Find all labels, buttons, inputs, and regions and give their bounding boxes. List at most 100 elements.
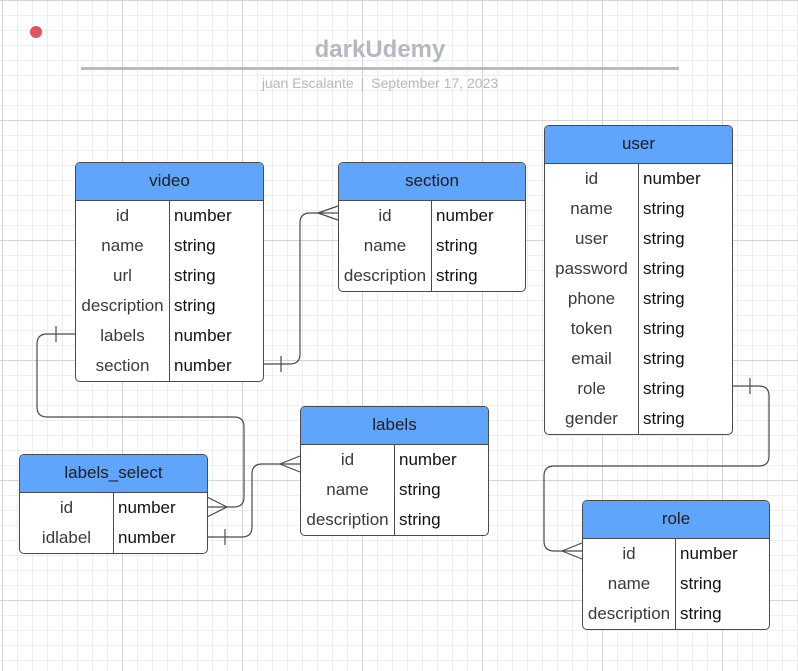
field-name: id bbox=[115, 206, 130, 225]
field-name: id bbox=[622, 544, 636, 563]
entity-row[interactable]: id number bbox=[339, 201, 525, 231]
field-type: number bbox=[174, 356, 232, 375]
entity-row[interactable]: id number bbox=[545, 164, 732, 194]
field-type: string bbox=[174, 266, 216, 285]
field-type: number bbox=[174, 326, 232, 345]
field-type: string bbox=[643, 409, 685, 428]
relationship-video-labels-select[interactable] bbox=[36, 326, 245, 518]
column-divider bbox=[169, 201, 170, 381]
entity-row[interactable]: phone string bbox=[545, 284, 732, 314]
entity-labels-header: labels bbox=[301, 407, 488, 445]
field-type: string bbox=[680, 574, 722, 593]
field-type: number bbox=[643, 169, 701, 188]
field-type: number bbox=[680, 544, 738, 563]
entity-role[interactable]: role id number name string description string bbox=[582, 500, 770, 630]
entity-row[interactable]: id number bbox=[583, 539, 769, 569]
entity-labels[interactable]: labels id number name string description stri… bbox=[300, 406, 489, 536]
field-name: name bbox=[607, 574, 651, 593]
field-type: string bbox=[174, 236, 216, 255]
field-name: description bbox=[343, 266, 427, 285]
status-dot bbox=[30, 26, 42, 38]
document-meta: juan Escalante | September 17, 2023 bbox=[80, 75, 680, 91]
field-type: number bbox=[436, 206, 494, 225]
relationship-labels-select-labels[interactable] bbox=[207, 455, 301, 545]
document-date: September 17, 2023 bbox=[371, 75, 499, 91]
field-type: string bbox=[680, 604, 722, 623]
entity-row[interactable]: id number bbox=[20, 493, 207, 523]
entity-row[interactable]: role string bbox=[545, 374, 732, 404]
field-type: number bbox=[118, 498, 176, 517]
entity-row[interactable]: description string bbox=[301, 505, 488, 535]
field-name: id bbox=[584, 169, 599, 188]
entity-row[interactable]: password string bbox=[545, 254, 732, 284]
entity-row[interactable]: id number bbox=[301, 445, 488, 475]
field-name: user bbox=[574, 229, 609, 248]
field-name: id bbox=[340, 450, 355, 469]
entity-row[interactable]: name string bbox=[339, 231, 525, 261]
title-divider bbox=[81, 67, 679, 70]
meta-separator: | bbox=[360, 75, 365, 91]
field-name: labels bbox=[100, 326, 145, 345]
entity-user-header: user bbox=[545, 126, 732, 164]
author-name: juan Escalante bbox=[261, 75, 354, 91]
entity-row[interactable]: description string bbox=[339, 261, 525, 291]
field-name: email bbox=[571, 349, 612, 368]
entity-row[interactable]: token string bbox=[545, 314, 732, 344]
field-type: number bbox=[174, 206, 232, 225]
field-type: string bbox=[643, 259, 685, 278]
field-type: number bbox=[118, 528, 176, 547]
field-type: number bbox=[399, 450, 457, 469]
column-divider bbox=[113, 493, 114, 553]
field-name: name bbox=[363, 236, 407, 255]
field-type: string bbox=[643, 319, 685, 338]
field-type: string bbox=[399, 480, 441, 499]
column-divider bbox=[394, 445, 395, 535]
field-name: id bbox=[378, 206, 392, 225]
field-name: password bbox=[555, 259, 628, 278]
entity-video-header: video bbox=[76, 163, 263, 201]
field-name: gender bbox=[565, 409, 618, 428]
field-name: name bbox=[326, 480, 369, 499]
field-type: string bbox=[174, 296, 216, 315]
relationship-video-section[interactable] bbox=[263, 205, 339, 372]
entity-row[interactable]: id number bbox=[76, 201, 263, 231]
relationship-user-role[interactable] bbox=[543, 378, 770, 560]
entity-row[interactable]: name string bbox=[301, 475, 488, 505]
column-divider bbox=[638, 164, 639, 434]
field-name: section bbox=[95, 356, 150, 375]
field-name: id bbox=[59, 498, 74, 517]
field-type: string bbox=[436, 236, 478, 255]
field-type: string bbox=[643, 229, 685, 248]
column-divider bbox=[431, 201, 432, 291]
field-type: string bbox=[643, 379, 685, 398]
entity-row[interactable]: description string bbox=[583, 599, 769, 629]
entity-role-header: role bbox=[583, 501, 769, 539]
field-name: role bbox=[577, 379, 606, 398]
field-type: string bbox=[399, 510, 441, 529]
field-name: name bbox=[570, 199, 613, 218]
entity-labels-select-header: labels_select bbox=[20, 455, 207, 493]
field-name: phone bbox=[567, 289, 616, 308]
field-name: description bbox=[587, 604, 671, 623]
entity-row[interactable]: name string bbox=[583, 569, 769, 599]
entity-row[interactable]: section number bbox=[76, 351, 263, 381]
entity-row[interactable]: labels number bbox=[76, 321, 263, 351]
field-type: string bbox=[436, 266, 478, 285]
field-name: token bbox=[570, 319, 613, 338]
field-type: string bbox=[643, 289, 685, 308]
entity-row[interactable]: url string bbox=[76, 261, 263, 291]
entity-row[interactable]: gender string bbox=[545, 404, 732, 434]
field-name: url bbox=[113, 266, 132, 285]
field-name: description bbox=[306, 510, 389, 529]
entity-row[interactable]: user string bbox=[545, 224, 732, 254]
